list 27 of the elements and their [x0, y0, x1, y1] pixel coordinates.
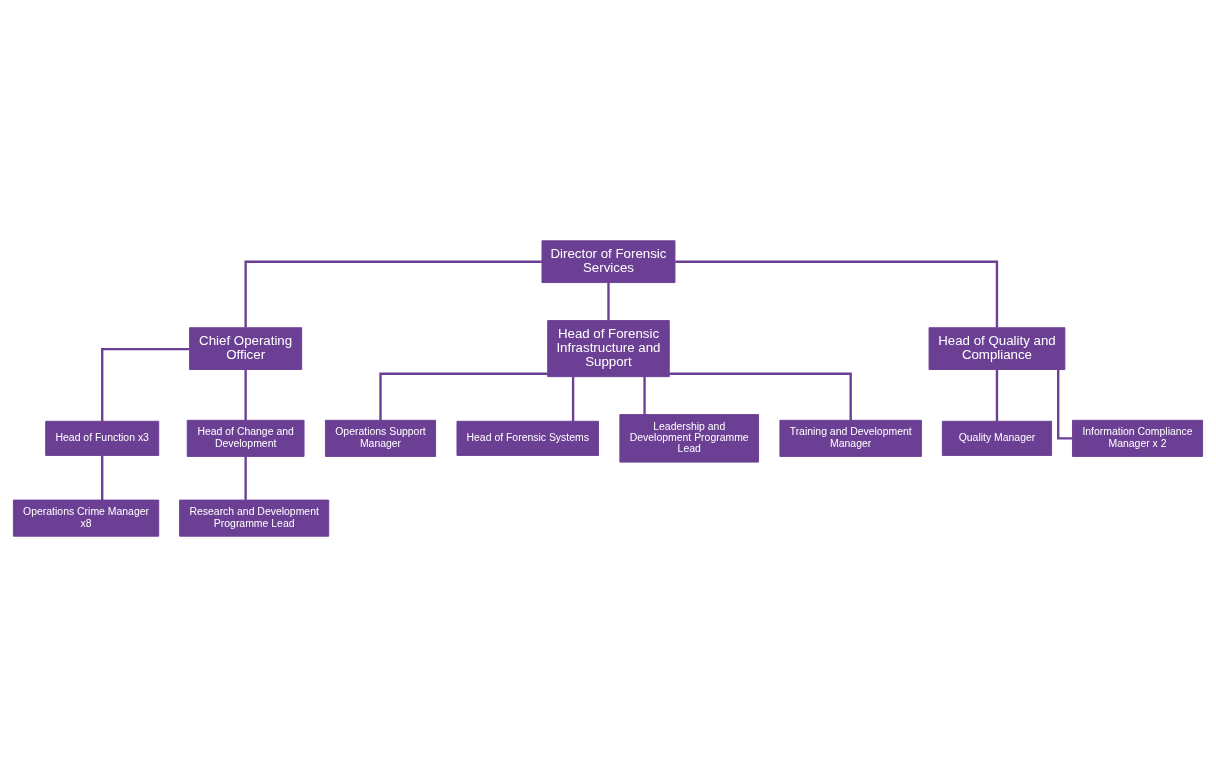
- connector: [1057, 369, 1073, 440]
- node-box: Head of Change and Development: [186, 419, 305, 457]
- connector: [995, 369, 999, 421]
- node-box: Head of Function x3: [45, 420, 160, 456]
- connector: [101, 455, 104, 500]
- node-box: Head of Quality and Compliance: [928, 326, 1066, 370]
- connector: [244, 369, 247, 420]
- connector: [571, 376, 575, 421]
- node-box: Operations Support Manager: [324, 419, 437, 457]
- connector: [244, 455, 247, 500]
- node-box: Director of Forensic Services: [541, 239, 676, 283]
- node-box: Training and Development Manager: [779, 419, 922, 457]
- node-box: Head of Forensic Systems: [456, 420, 599, 456]
- connector: [244, 260, 542, 328]
- connector: [643, 376, 646, 415]
- node-box: Head of Forensic Infrastructure and Support: [547, 319, 670, 377]
- connector: [101, 347, 190, 421]
- connector: [379, 372, 548, 420]
- node-box: Information Compliance Manager x 2: [1072, 419, 1204, 457]
- connector: [607, 282, 610, 321]
- node-box: Research and Development Programme Lead: [179, 499, 330, 537]
- connector: [669, 372, 852, 420]
- node-box: Leadership and Development Programme Lead: [619, 413, 760, 463]
- node-box: Operations Crime Manager x8: [12, 499, 160, 537]
- node-box: Chief Operating Officer: [189, 326, 303, 370]
- connector: [675, 260, 999, 328]
- node-box: Quality Manager: [941, 420, 1053, 456]
